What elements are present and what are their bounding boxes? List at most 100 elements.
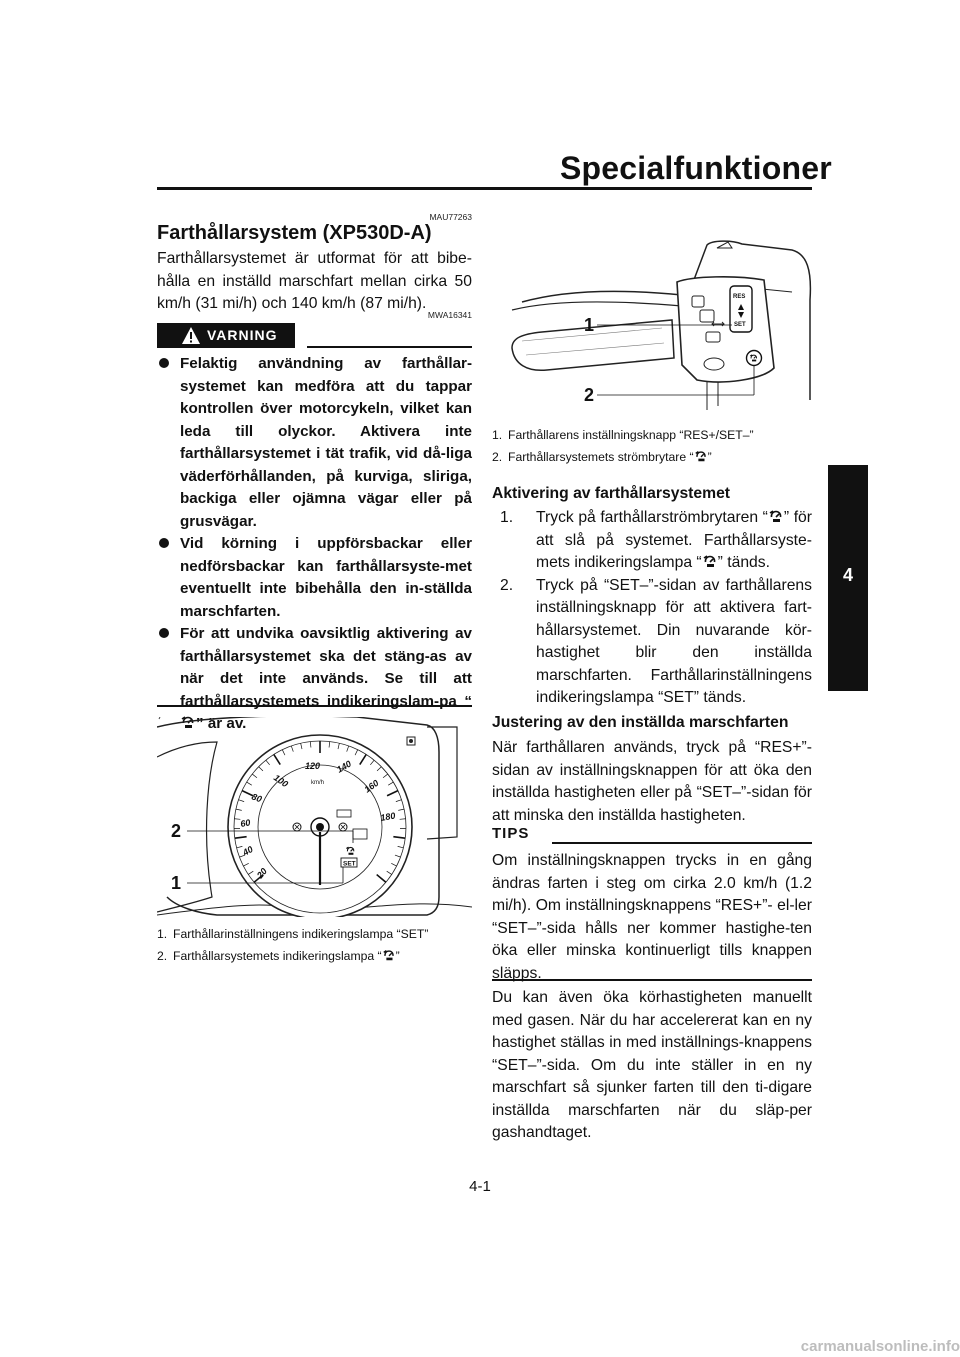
caption-number: 2. xyxy=(492,450,503,464)
set-indicator-label: SET xyxy=(343,861,356,868)
gauge-tick xyxy=(370,759,375,766)
warning-triangle-icon xyxy=(182,327,200,344)
gauge-tick xyxy=(386,870,392,875)
tips-paragraph: Om inställningsknappen trycks in en gång… xyxy=(492,852,812,982)
gauge-tick xyxy=(376,766,382,772)
warning-code: MWA16341 xyxy=(427,310,472,320)
gauge-tick-label: 60 xyxy=(240,817,252,829)
callout-2: 2 xyxy=(584,385,594,405)
gauge-tick xyxy=(265,759,270,766)
warning-rule xyxy=(307,346,472,348)
caption-text: Farthållarens inställningsknapp “RES+/SE… xyxy=(508,428,754,442)
set-label: SET xyxy=(734,322,746,328)
tips-rule xyxy=(552,842,812,844)
caption-item: 2. Farthållarsystemets indikeringslampa “… xyxy=(157,948,472,964)
step-text: ” för att slå på systemet. Farthållarsys… xyxy=(536,509,812,571)
caption-item: 2.Farthållarsystemets strömbrytare “” xyxy=(492,449,812,465)
gauge-tick xyxy=(236,846,243,849)
bullet-icon xyxy=(159,358,169,368)
gauge-tick xyxy=(386,789,399,797)
activation-step: 2. Tryck på “SET–”-sidan av farthållarens… xyxy=(500,575,812,710)
caption-item: 1. Farthållarinställningens indikeringsla… xyxy=(157,926,472,942)
gauge-tick xyxy=(359,754,367,766)
manual-acceleration-paragraph: Du kan även öka körhastigheten manuellt … xyxy=(492,989,812,1141)
page-title: Specialfunktioner xyxy=(560,150,832,186)
step-number: 1. xyxy=(500,509,514,526)
chapter-tab: 4 xyxy=(828,465,868,691)
gauge-tick xyxy=(239,854,246,858)
cruise-control-icon xyxy=(703,555,716,567)
callout-2: 2 xyxy=(171,821,181,841)
caption-text: Farthållarsystemets indikeringslampa “ xyxy=(173,949,382,963)
gauge-tick xyxy=(258,766,264,772)
gauge-tick xyxy=(382,773,388,779)
step-text: Tryck på “SET–”-sidan av farthållarens i… xyxy=(536,576,812,707)
gauge-tick xyxy=(273,754,281,766)
res-label: RES xyxy=(733,294,745,300)
section-code: MAU77263 xyxy=(429,212,472,222)
gauge-tick xyxy=(393,835,406,840)
gauge-tick xyxy=(354,749,359,756)
cruise-control-icon xyxy=(382,950,394,961)
step-text: ” tänds. xyxy=(717,554,770,571)
gauge-tick xyxy=(394,854,401,858)
tips-label: TIPS xyxy=(492,825,530,842)
gauge-tick xyxy=(395,799,402,802)
intro-paragraph: Farthållarsystemet är utformat för att b… xyxy=(157,250,472,312)
warning-badge: VARNING xyxy=(157,323,295,348)
activation-title: Aktivering av farthållarsystemet xyxy=(492,485,731,502)
gauge-tick xyxy=(252,773,258,779)
section-title: Farthållarsystem (XP530D-A) xyxy=(157,222,432,244)
warning-item-text: För att undvika oavsiktlig aktivering av… xyxy=(180,625,472,710)
speedometer-illustration: 20 40 60 80 100 120 140 160 180 km/h SET… xyxy=(157,717,472,917)
cruise-control-icon xyxy=(749,354,758,362)
caption-text-end: ” xyxy=(395,949,400,963)
callout-1: 1 xyxy=(584,315,594,335)
step-number: 2. xyxy=(500,576,514,594)
gauge-tick xyxy=(309,741,312,748)
caption-number: 2. xyxy=(157,949,168,963)
gauge-tick xyxy=(248,870,254,875)
figure1-captions: 1. Farthållarinställningens indikeringsla… xyxy=(157,926,472,970)
page-number: 4-1 xyxy=(469,1178,491,1195)
gauge-tick-label: 180 xyxy=(380,811,397,823)
caption-text: Farthållarinställningens indikeringslamp… xyxy=(173,927,429,941)
bullet-icon xyxy=(159,538,169,548)
warning-item: Vid körning i uppförsbackar eller nedför… xyxy=(157,533,472,623)
gauge-tick-label: 120 xyxy=(305,761,320,771)
chapter-tab-label: 4 xyxy=(842,565,853,585)
activation-steps: 1. Tryck på farthållarströmbrytaren “” fö… xyxy=(492,507,812,710)
gauge-tick xyxy=(388,781,394,786)
warning-item: För att undvika oavsiktlig aktivering av… xyxy=(157,623,472,736)
gauge-tick xyxy=(243,863,249,867)
gauge-tick xyxy=(235,808,242,811)
step-text: Tryck på farthållarströmbrytaren “ xyxy=(536,509,768,526)
warning-list: Felaktig användning av farthållar-system… xyxy=(157,353,472,736)
gauge-tick xyxy=(337,743,340,750)
handlebar-switch-illustration: RES SET 1 2 xyxy=(511,240,812,410)
gauge-tick-label: 40 xyxy=(240,844,255,858)
gauge-tick xyxy=(398,808,405,811)
warning-item-text: Vid körning i uppförsbackar eller nedför… xyxy=(180,535,472,620)
adjust-title: Justering av den inställda marschfarten xyxy=(492,714,789,731)
activation-step: 1. Tryck på farthållarströmbrytaren “” fö… xyxy=(500,507,812,575)
gauge-tick-label: 80 xyxy=(250,791,263,804)
gauge-tick xyxy=(281,749,286,756)
gauge-tick xyxy=(300,743,303,750)
gauge-tick xyxy=(253,873,264,883)
gauge-tick xyxy=(391,863,397,867)
gauge-tick xyxy=(290,745,294,752)
tips-header: TIPS xyxy=(492,825,812,847)
caption-number: 1. xyxy=(157,927,168,941)
cruise-control-icon xyxy=(346,846,355,855)
adjust-paragraph: När farthållaren används, tryck på “RES+… xyxy=(492,739,812,824)
gauge-tick xyxy=(234,818,241,820)
caption-number: 1. xyxy=(492,428,503,442)
gauge-tick xyxy=(328,741,331,748)
caption-text: Farthållarsystemets strömbrytare “ xyxy=(508,450,694,464)
gauge-unit: km/h xyxy=(311,780,324,786)
warning-item-text: Felaktig användning av farthållar-system… xyxy=(180,355,472,530)
cruise-control-icon xyxy=(769,510,782,522)
caption-item: 1. Farthållarens inställningsknapp “RES+/… xyxy=(492,427,812,443)
gauge-tick xyxy=(399,818,406,820)
